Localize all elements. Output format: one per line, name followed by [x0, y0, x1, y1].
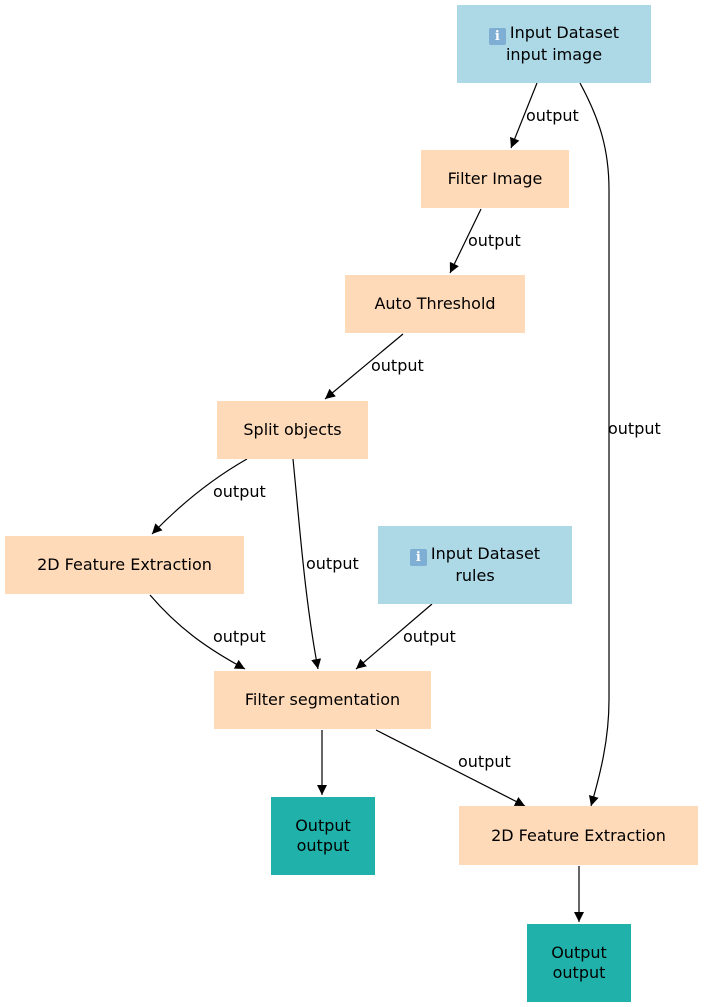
- node-title: Output: [551, 943, 607, 962]
- node-title: Split objects: [243, 420, 342, 439]
- edge-filter-image-to-auto-threshold: [449, 208, 482, 274]
- edge-label: output: [608, 419, 661, 438]
- node-output-1[interactable]: Output output: [271, 797, 375, 875]
- edge-label: output: [213, 627, 266, 646]
- node-filter-image[interactable]: Filter Image: [421, 150, 569, 208]
- node-filter-segmentation[interactable]: Filter segmentation: [214, 671, 431, 729]
- edge-label: output: [306, 554, 359, 573]
- node-feature-extraction-2[interactable]: 2D Feature Extraction: [459, 806, 698, 865]
- edge-feature-extraction-1-to-filter-segmentation: [149, 594, 246, 670]
- edge-label: output: [403, 627, 456, 646]
- node-split-objects[interactable]: Split objects: [217, 401, 368, 459]
- node-title: 2D Feature Extraction: [491, 825, 666, 845]
- node-output-2[interactable]: Output output: [527, 924, 631, 1002]
- node-title: Input Dataset: [430, 544, 541, 563]
- edge-input-rules-to-filter-segmentation: [355, 603, 433, 670]
- node-title: Auto Threshold: [374, 294, 496, 313]
- edge-filter-segmentation-to-feature-extraction-2: [375, 729, 526, 807]
- node-subtitle: rules: [455, 566, 495, 585]
- node-title: Filter segmentation: [244, 690, 401, 709]
- node-subtitle: output: [552, 963, 606, 982]
- edge-label: output: [468, 231, 521, 250]
- node-subtitle: output: [296, 836, 350, 855]
- edge-split-objects-to-feature-extraction-1: [151, 458, 248, 535]
- edge-split-objects-to-filter-segmentation: [292, 458, 322, 670]
- node-title: Filter Image: [447, 169, 543, 188]
- edge-label: output: [526, 106, 579, 125]
- node-feature-extraction-1[interactable]: 2D Feature Extraction: [5, 536, 244, 594]
- edge-input-image-to-feature-extraction-2: [579, 82, 610, 807]
- edge-label: output: [371, 356, 424, 375]
- node-subtitle: input image: [505, 45, 603, 64]
- node-title: Output: [295, 816, 351, 835]
- edge-input-image-to-filter-image: [510, 82, 538, 149]
- edge-label: output: [458, 752, 511, 771]
- node-title: 2D Feature Extraction: [37, 555, 212, 574]
- node-auto-threshold[interactable]: Auto Threshold: [345, 275, 525, 333]
- info-icon: i: [409, 549, 427, 566]
- info-icon: i: [488, 28, 506, 45]
- edge-auto-threshold-to-split-objects: [324, 333, 404, 400]
- edge-label: output: [213, 482, 266, 501]
- node-title: Input Dataset: [509, 23, 620, 42]
